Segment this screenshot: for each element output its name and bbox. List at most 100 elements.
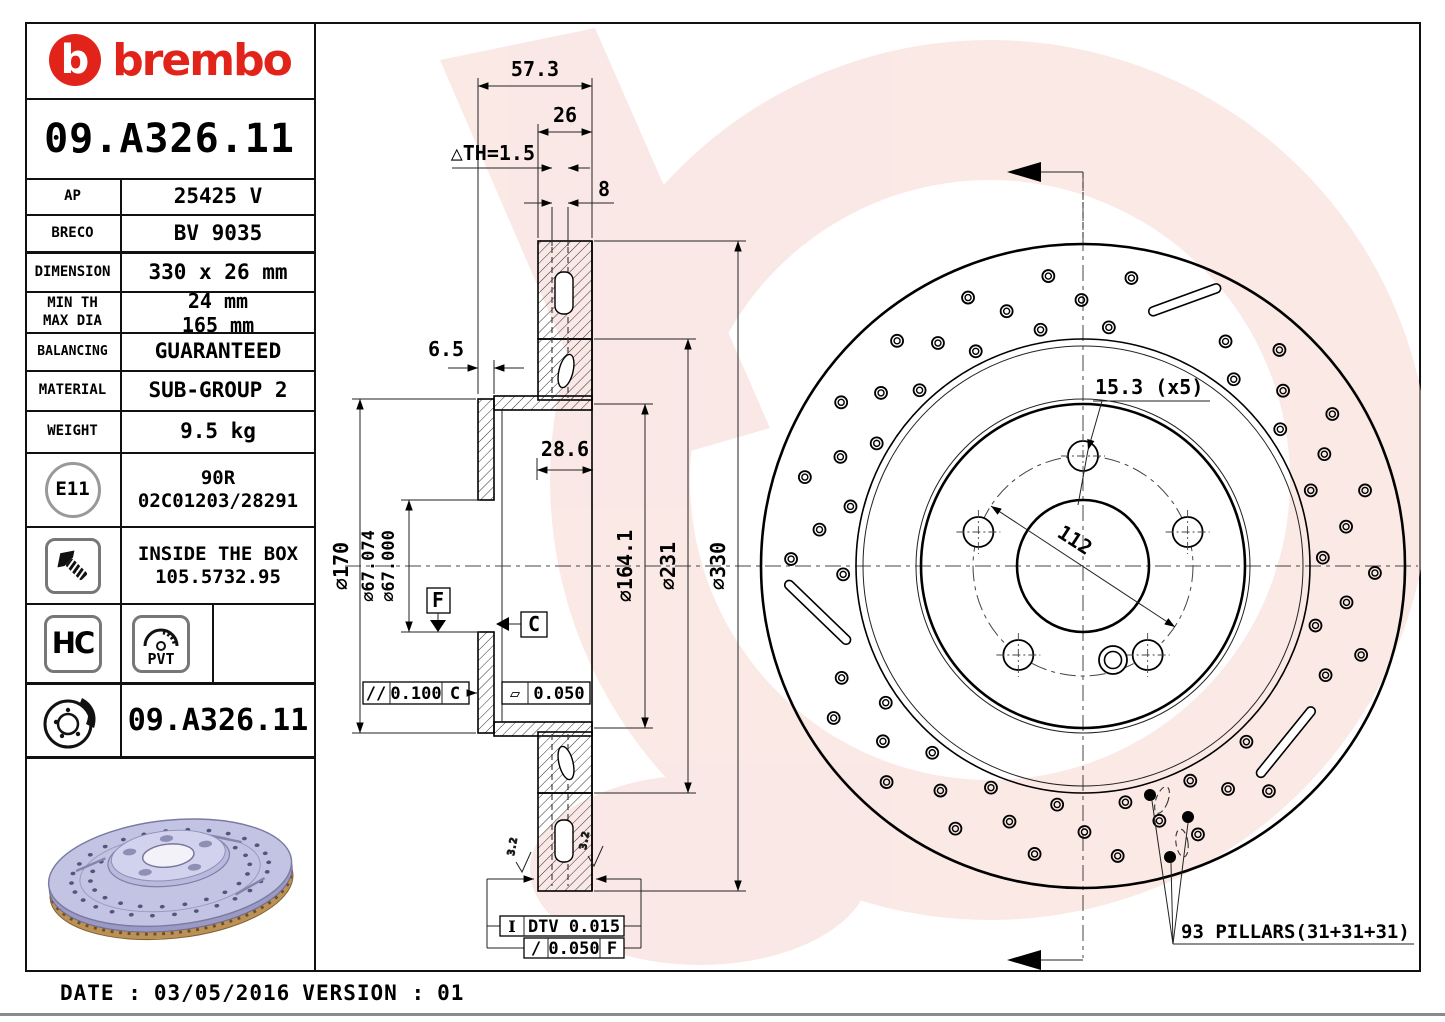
maxdia-label: MAX DIA <box>42 312 102 329</box>
drill-hole-inner <box>972 347 980 356</box>
vent-slot-top <box>557 353 575 389</box>
svg-text:⌀67.074: ⌀67.074 <box>359 530 379 602</box>
vent-slot-bottom <box>557 745 575 781</box>
dim-28-6 <box>536 458 594 480</box>
drill-hole <box>1110 849 1125 863</box>
datum-c: C <box>496 611 548 638</box>
svg-text:93 PILLARS(31+31+31): 93 PILLARS(31+31+31) <box>1181 921 1410 943</box>
drill-hole-inner <box>928 749 936 757</box>
drill-hole-inner <box>1005 817 1014 826</box>
drill-hole <box>1002 814 1017 829</box>
drill-hole-inner <box>882 699 890 707</box>
dim-d67 <box>401 499 480 633</box>
drill-hole-inner <box>837 398 845 407</box>
flange-circle <box>915 398 1251 734</box>
tol-flatness: ▱ 0.050 <box>501 681 591 705</box>
drill-hole-inner <box>1275 346 1284 354</box>
svg-text:0.050: 0.050 <box>548 939 599 959</box>
dim-bolt-hole: 15.3 (x5) <box>1077 375 1210 506</box>
drill-hole <box>1273 422 1288 437</box>
inside-box-line2: 105.5732.95 <box>155 565 281 588</box>
drill-hole-inner <box>1319 553 1327 562</box>
brand-wordmark: brembo <box>112 34 293 86</box>
drill-hole <box>1276 383 1290 398</box>
spec-table: b brembo 09.A326.11 AP 25425 V BRECO BV … <box>25 22 316 972</box>
ap-label: AP <box>25 180 122 214</box>
drill-hole-inner <box>1127 274 1136 282</box>
pillar-dot <box>1182 811 1194 823</box>
drill-hole <box>879 775 894 789</box>
dimension-label: DIMENSION <box>25 254 122 291</box>
flange-bottom <box>477 631 495 734</box>
drill-hole-section-top <box>554 271 574 315</box>
e11-badge: E11 <box>44 462 101 518</box>
drill-hole <box>1074 293 1089 307</box>
svg-text:0.050: 0.050 <box>533 684 584 704</box>
pillars-annotation: 93 PILLARS(31+31+31) <box>1144 786 1414 945</box>
drill-hole-inner <box>879 737 887 746</box>
drill-hole-inner <box>882 778 891 786</box>
drill-hole <box>1358 483 1372 498</box>
drill-hole-inner <box>1186 776 1194 785</box>
drill-hole-inner <box>1328 410 1337 418</box>
drill-hole <box>812 522 827 537</box>
drill-hole <box>1339 595 1354 610</box>
svg-text:F: F <box>432 588 444 612</box>
drill-hole <box>1368 566 1382 580</box>
drill-hole-inner <box>1242 738 1251 746</box>
row-material: MATERIAL SUB-GROUP 2 <box>25 372 314 412</box>
drill-hole <box>869 436 884 451</box>
svg-text:⌀170: ⌀170 <box>329 542 353 590</box>
drill-hole <box>912 383 927 398</box>
date-label: DATE : <box>60 981 142 1005</box>
svg-text:3.2: 3.2 <box>578 831 592 851</box>
svg-text:26: 26 <box>553 103 577 127</box>
drill-hole <box>1118 795 1133 810</box>
drill-hole-inner <box>1194 830 1202 839</box>
drill-hole <box>1221 782 1235 796</box>
breco-value: BV 9035 <box>173 220 263 245</box>
minth-value: 24 mm <box>187 288 249 313</box>
drill-hole-inner <box>872 439 881 448</box>
drill-hole-inner <box>1230 375 1238 383</box>
drill-hole-inner <box>836 453 845 461</box>
pin-hole-inner <box>1103 650 1123 670</box>
drill-hole-inner <box>1053 800 1061 809</box>
homologation-line2: 02C01203/28291 <box>137 490 299 512</box>
balancing-value: GUARANTEED <box>154 339 282 364</box>
disc-3d-image <box>25 759 314 972</box>
tol-dtv: I DTV 0.015 / 0.050 F <box>486 875 642 959</box>
row-part-number-repeat: 09.A326.11 <box>25 685 314 759</box>
weight-label: WEIGHT <box>25 412 122 452</box>
tol-parallelism: // 0.100 C <box>362 681 478 705</box>
material-value: SUB-GROUP 2 <box>148 378 288 403</box>
drill-hole <box>784 552 798 566</box>
svg-text:F: F <box>607 939 617 959</box>
drill-hole <box>874 386 888 400</box>
drill-hole-inner <box>936 786 945 795</box>
svg-text:57.3: 57.3 <box>511 57 559 81</box>
drill-hole <box>834 670 849 685</box>
flange-top <box>477 398 495 501</box>
hc-icon: HC <box>43 614 102 673</box>
svg-text:b: b <box>61 37 90 83</box>
drill-hole-inner <box>1265 787 1273 795</box>
drill-hole-inner <box>846 502 855 511</box>
drill-hole-inner <box>1321 671 1330 679</box>
svg-text:⌀164.1: ⌀164.1 <box>613 530 637 602</box>
material-label: MATERIAL <box>25 372 122 410</box>
dimension-value: 330 x 26 mm <box>148 259 288 284</box>
drill-hole-inner <box>1371 569 1379 577</box>
drill-hole <box>999 304 1014 319</box>
svg-text:112: 112 <box>1053 520 1096 560</box>
cross-section-view: 57.3 26 △TH=1.5 8 <box>329 57 1418 959</box>
drill-hole-inner <box>987 783 995 792</box>
dim-d164 <box>594 403 653 729</box>
drum-top-wall <box>493 395 593 411</box>
drill-hole-inner <box>934 339 942 347</box>
drill-hole <box>1308 618 1323 633</box>
drill-hole-inner <box>1224 785 1232 793</box>
drill-hole-inner <box>1113 852 1122 860</box>
svg-text:8: 8 <box>598 177 610 201</box>
drill-hole <box>931 336 945 350</box>
